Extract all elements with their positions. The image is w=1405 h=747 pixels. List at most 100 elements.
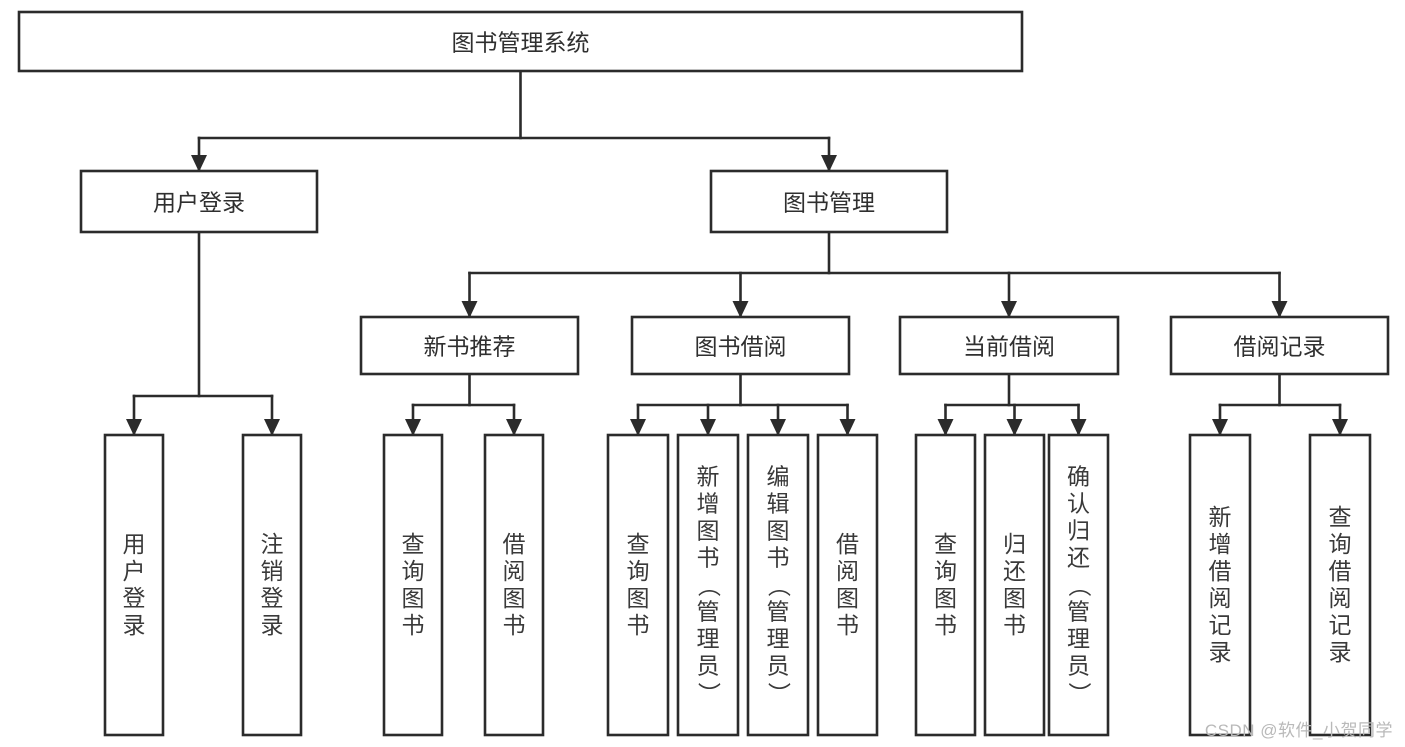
svg-text:询: 询 <box>627 558 650 584</box>
svg-text:（: （ <box>696 574 722 597</box>
svg-text:员: 员 <box>1067 653 1090 679</box>
svg-text:录: 录 <box>1209 639 1232 665</box>
svg-text:询: 询 <box>934 558 957 584</box>
svg-text:）: ） <box>696 682 722 705</box>
svg-text:）: ） <box>1067 682 1093 705</box>
svg-text:管: 管 <box>767 599 790 625</box>
svg-text:增: 增 <box>1209 531 1232 557</box>
svg-text:图: 图 <box>503 585 526 611</box>
svg-text:增: 增 <box>697 491 720 517</box>
arrow-head-icon <box>264 419 280 436</box>
leaf-node-box-4[interactable] <box>606 433 670 737</box>
leaf-node-box-2[interactable] <box>382 433 444 737</box>
svg-text:确: 确 <box>1067 464 1090 490</box>
svg-text:图: 图 <box>1003 585 1026 611</box>
svg-text:书: 书 <box>767 545 790 571</box>
arrow-head-icon <box>191 155 207 172</box>
svg-text:图: 图 <box>934 585 957 611</box>
level3-node-box-1[interactable] <box>630 315 851 376</box>
arrow-head-icon <box>506 419 522 436</box>
root-node-box[interactable] <box>17 10 1024 73</box>
leaf-node-box-11[interactable] <box>1188 433 1252 737</box>
svg-text:归: 归 <box>1067 518 1090 544</box>
leaf-node-label-0: 用户登录 <box>123 531 146 638</box>
leaf-node-box-3[interactable] <box>483 433 545 737</box>
arrow-head-icon <box>1001 301 1017 318</box>
arrow-head-icon <box>821 155 837 172</box>
svg-text:还: 还 <box>1067 545 1090 571</box>
level2-node-box-1[interactable] <box>709 169 949 234</box>
svg-text:询: 询 <box>402 558 425 584</box>
leaf-node-box-8[interactable] <box>914 433 977 737</box>
arrow-head-icon <box>461 301 478 318</box>
svg-text:管: 管 <box>1067 599 1090 625</box>
leaf-node-box-12[interactable] <box>1308 433 1372 737</box>
svg-text:理: 理 <box>697 626 720 652</box>
arrow-head-icon <box>732 301 749 318</box>
svg-text:员: 员 <box>697 653 720 679</box>
svg-text:还: 还 <box>1003 558 1026 584</box>
level2-node-label-1: 图书管理 <box>783 190 875 216</box>
svg-text:阅: 阅 <box>1209 585 1232 611</box>
leaf-node-box-0[interactable] <box>103 433 165 737</box>
svg-text:询: 询 <box>1329 531 1352 557</box>
svg-text:阅: 阅 <box>1329 585 1352 611</box>
arrow-head-icon <box>126 419 142 436</box>
level3-node-label-1: 图书借阅 <box>695 334 787 360</box>
svg-text:阅: 阅 <box>836 558 859 584</box>
svg-text:借: 借 <box>1209 558 1232 584</box>
leaf-node-box-9[interactable] <box>983 433 1046 737</box>
svg-text:新: 新 <box>697 464 720 490</box>
svg-text:销: 销 <box>261 558 284 584</box>
leaf-node-box-6[interactable] <box>746 433 810 737</box>
svg-text:理: 理 <box>1067 626 1090 652</box>
arrow-head-icon <box>1070 419 1087 436</box>
level2-node-box-0[interactable] <box>79 169 319 234</box>
svg-text:注: 注 <box>261 531 284 557</box>
svg-text:（: （ <box>766 574 792 597</box>
svg-text:书: 书 <box>697 545 720 571</box>
arrow-head-icon <box>1006 419 1023 436</box>
root-node-label: 图书管理系统 <box>452 30 590 56</box>
svg-text:管: 管 <box>697 599 720 625</box>
connector-layer <box>126 69 1348 436</box>
svg-text:用: 用 <box>123 531 146 557</box>
arrow-head-icon <box>700 419 716 436</box>
level3-node-box-2[interactable] <box>898 315 1120 376</box>
svg-text:阅: 阅 <box>503 558 526 584</box>
leaf-node-box-10[interactable] <box>1047 433 1110 737</box>
svg-text:录: 录 <box>1329 639 1352 665</box>
arrow-head-icon <box>630 419 646 436</box>
svg-text:书: 书 <box>1003 612 1026 638</box>
svg-text:查: 查 <box>627 531 650 557</box>
leaf-node-box-5[interactable] <box>676 433 740 737</box>
svg-text:借: 借 <box>836 531 859 557</box>
svg-text:登: 登 <box>123 585 146 611</box>
level2-node-label-0: 用户登录 <box>153 190 245 216</box>
svg-text:图: 图 <box>767 518 790 544</box>
svg-text:查: 查 <box>1329 504 1352 530</box>
svg-text:图: 图 <box>627 585 650 611</box>
level3-node-box-3[interactable] <box>1169 315 1390 376</box>
arrow-head-icon <box>405 419 421 436</box>
leaf-node-box-7[interactable] <box>816 433 879 737</box>
svg-text:书: 书 <box>836 612 859 638</box>
svg-text:书: 书 <box>934 612 957 638</box>
node-layer: 图书管理系统用户登录图书管理新书推荐图书借阅当前借阅借阅记录用户登录注销登录查询… <box>17 10 1390 737</box>
svg-text:员: 员 <box>767 653 790 679</box>
svg-text:书: 书 <box>503 612 526 638</box>
arrow-head-icon <box>1271 301 1288 318</box>
svg-text:新: 新 <box>1209 504 1232 530</box>
leaf-node-box-1[interactable] <box>241 433 303 737</box>
level3-node-box-0[interactable] <box>359 315 580 376</box>
svg-text:图: 图 <box>836 585 859 611</box>
